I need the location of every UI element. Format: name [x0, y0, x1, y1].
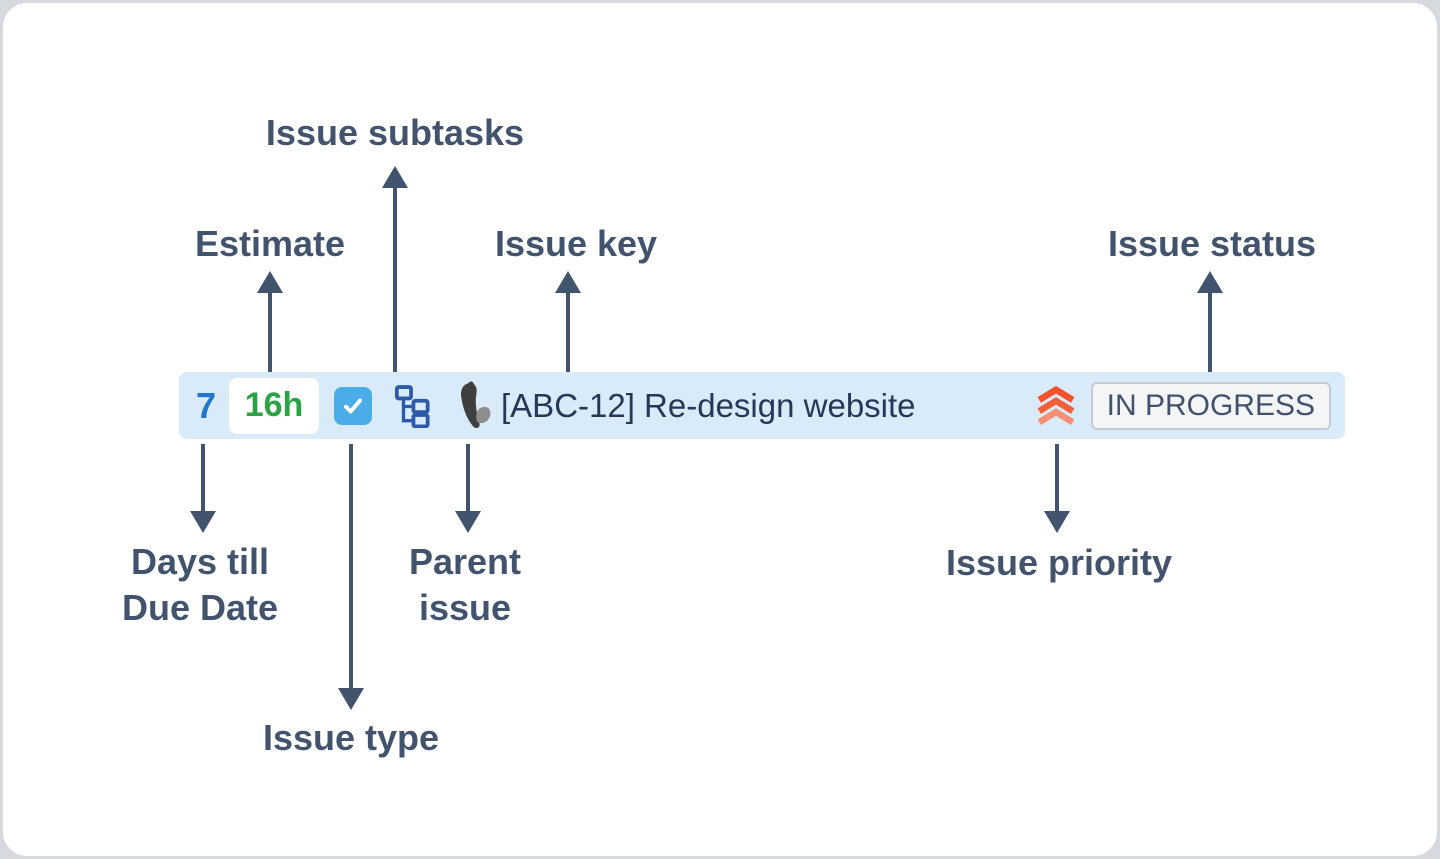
- label-issue-status: Issue status: [1107, 223, 1317, 264]
- diagram-card: Issue subtasks Estimate Issue key Issue …: [3, 3, 1437, 856]
- arrow-line: [393, 184, 397, 372]
- issue-type-icon[interactable]: [334, 386, 372, 425]
- label-issue-subtasks: Issue subtasks: [265, 112, 525, 153]
- issue-priority-icon[interactable]: [1033, 385, 1079, 426]
- arrow-line: [1208, 289, 1212, 372]
- label-parent-issue: Parent issue: [409, 539, 521, 631]
- issue-status-badge[interactable]: IN PROGRESS: [1090, 381, 1331, 430]
- arrow-up-head: [1197, 271, 1223, 293]
- arrow-line: [1055, 444, 1059, 515]
- issue-type-arrow: [338, 444, 364, 710]
- label-issue-priority: Issue priority: [945, 542, 1173, 583]
- issue-subtasks-icon[interactable]: [394, 384, 430, 428]
- arrow-down-head: [190, 511, 216, 533]
- arrow-down-head: [455, 511, 481, 533]
- label-days-till-due-line2: Due Date: [121, 587, 279, 628]
- label-parent-issue-line1: Parent: [408, 541, 522, 582]
- label-parent-issue-line2: issue: [418, 587, 512, 628]
- arrow-up-head: [257, 271, 283, 293]
- arrow-up-head: [382, 166, 408, 188]
- label-estimate: Estimate: [194, 223, 346, 264]
- issue-row[interactable]: 7 16h [ABC-12] Re-design website IN PROG…: [179, 372, 1345, 439]
- arrow-line: [466, 444, 470, 515]
- label-days-till-due-date: Days till Due Date: [122, 539, 278, 631]
- checkmark-icon: [343, 398, 363, 413]
- issue-subtasks-arrow: [382, 166, 408, 372]
- arrow-up-head: [555, 271, 581, 293]
- arrow-line: [566, 289, 570, 372]
- arrow-line: [268, 289, 272, 372]
- label-issue-key: Issue key: [494, 223, 658, 264]
- label-issue-type: Issue type: [262, 717, 440, 758]
- arrow-down-head: [1044, 511, 1070, 533]
- estimate-arrow: [257, 271, 283, 372]
- days-till-due-value: 7: [195, 384, 217, 426]
- parent-issue-arrow: [455, 444, 481, 533]
- days-till-due-arrow: [190, 444, 216, 533]
- estimate-value: 16h: [229, 377, 319, 434]
- issue-key-arrow: [555, 271, 581, 372]
- issue-status-arrow: [1197, 271, 1223, 372]
- arrow-line: [201, 444, 205, 515]
- arrow-line: [349, 444, 353, 692]
- arrow-down-head: [338, 688, 364, 710]
- label-days-till-due-line1: Days till: [130, 541, 270, 582]
- issue-priority-arrow: [1044, 444, 1070, 533]
- issue-title[interactable]: [ABC-12] Re-design website: [501, 386, 916, 424]
- parent-issue-avatar-icon[interactable]: [449, 380, 493, 432]
